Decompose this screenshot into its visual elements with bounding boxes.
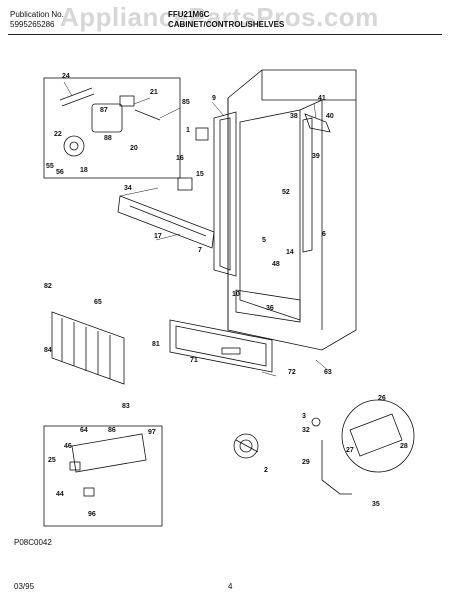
callout-29: 29 bbox=[302, 459, 310, 466]
publication-number: 5995265286 bbox=[10, 20, 55, 29]
callout-84: 84 bbox=[44, 347, 52, 354]
publication-label: Publication No. bbox=[10, 10, 64, 19]
callout-97: 97 bbox=[148, 429, 156, 436]
power-cord-bushing bbox=[233, 433, 259, 459]
fan-cover bbox=[119, 95, 135, 107]
callout-18: 18 bbox=[80, 167, 88, 174]
inset-switch-b bbox=[83, 487, 95, 497]
model-number: FFU21M6C bbox=[168, 10, 210, 19]
callout-38: 38 bbox=[290, 113, 298, 120]
callout-87: 87 bbox=[100, 107, 108, 114]
callout-10: 10 bbox=[232, 291, 240, 298]
callout-15: 15 bbox=[196, 171, 204, 178]
kick-grille bbox=[51, 311, 125, 385]
top-hinge bbox=[304, 113, 331, 133]
callout-39: 39 bbox=[312, 153, 320, 160]
callout-21: 21 bbox=[150, 89, 158, 96]
callout-96: 96 bbox=[88, 511, 96, 518]
drawing-code: P08C0042 bbox=[14, 538, 52, 547]
callout-17: 17 bbox=[154, 233, 162, 240]
cabinet-inner-wall bbox=[239, 109, 301, 321]
callout-88: 88 bbox=[104, 135, 112, 142]
callout-26: 26 bbox=[378, 395, 386, 402]
control-panel bbox=[169, 319, 273, 373]
callout-24: 24 bbox=[62, 73, 70, 80]
drain-inset-frame bbox=[341, 399, 415, 473]
control-knob-slot bbox=[221, 347, 241, 355]
callout-2: 2 bbox=[264, 467, 268, 474]
callout-64: 64 bbox=[80, 427, 88, 434]
callout-32: 32 bbox=[302, 427, 310, 434]
footer-date: 03/95 bbox=[14, 582, 35, 591]
callout-27: 27 bbox=[346, 447, 354, 454]
light-switch bbox=[195, 127, 209, 141]
cabinet-base bbox=[235, 289, 301, 323]
callout-20: 20 bbox=[130, 145, 138, 152]
watermark: AppliancePartsPros.com bbox=[60, 2, 379, 32]
shelf-rail-34 bbox=[117, 195, 215, 249]
drain-bracket bbox=[349, 413, 403, 457]
callout-41: 41 bbox=[318, 95, 326, 102]
callout-35: 35 bbox=[372, 501, 380, 508]
callout-44: 44 bbox=[56, 491, 64, 498]
fan-wire bbox=[134, 109, 161, 121]
header-rule bbox=[8, 34, 442, 35]
callout-1: 1 bbox=[186, 127, 190, 134]
callout-82: 82 bbox=[44, 283, 52, 290]
callout-85: 85 bbox=[182, 99, 190, 106]
section-title: CABINET/CONTROL/SHELVES bbox=[168, 20, 285, 29]
callout-9: 9 bbox=[212, 95, 216, 102]
drain-cap bbox=[311, 417, 321, 427]
inset-switch-a bbox=[69, 461, 81, 471]
callout-86: 86 bbox=[108, 427, 116, 434]
callout-25: 25 bbox=[48, 457, 56, 464]
fan-blade bbox=[63, 135, 85, 157]
control-inset-frame bbox=[43, 425, 163, 527]
callout-34: 34 bbox=[124, 185, 132, 192]
callout-48: 48 bbox=[272, 261, 280, 268]
cabinet-top-edge bbox=[261, 70, 356, 101]
fan-motor-inset-frame bbox=[43, 77, 181, 179]
callout-5: 5 bbox=[262, 237, 266, 244]
callout-46: 46 bbox=[64, 443, 72, 450]
callout-6: 6 bbox=[322, 231, 326, 238]
callout-63: 63 bbox=[324, 369, 332, 376]
control-box bbox=[177, 177, 193, 191]
callout-72: 72 bbox=[288, 369, 296, 376]
callout-56: 56 bbox=[56, 169, 64, 176]
callout-36: 36 bbox=[266, 305, 274, 312]
control-housing bbox=[71, 433, 147, 473]
publication-block: Publication No. 5995265286 bbox=[10, 10, 64, 30]
title-block: FFU21M6C CABINET/CONTROL/SHELVES bbox=[168, 10, 284, 30]
callout-3: 3 bbox=[302, 413, 306, 420]
callout-28: 28 bbox=[400, 443, 408, 450]
fan-motor bbox=[91, 103, 123, 133]
drain-tube bbox=[321, 440, 352, 495]
callout-52: 52 bbox=[282, 189, 290, 196]
callout-40: 40 bbox=[326, 113, 334, 120]
callout-55: 55 bbox=[46, 163, 54, 170]
callout-14: 14 bbox=[286, 249, 294, 256]
footer-page: 4 bbox=[228, 582, 233, 591]
callout-81: 81 bbox=[152, 341, 160, 348]
callout-22: 22 bbox=[54, 131, 62, 138]
fan-bracket bbox=[59, 87, 93, 101]
shelf-rail bbox=[302, 117, 313, 253]
callout-65: 65 bbox=[94, 299, 102, 306]
door-gasket bbox=[213, 111, 237, 277]
callout-7: 7 bbox=[198, 247, 202, 254]
callout-16: 16 bbox=[176, 155, 184, 162]
callout-71: 71 bbox=[190, 357, 198, 364]
callout-83: 83 bbox=[122, 403, 130, 410]
